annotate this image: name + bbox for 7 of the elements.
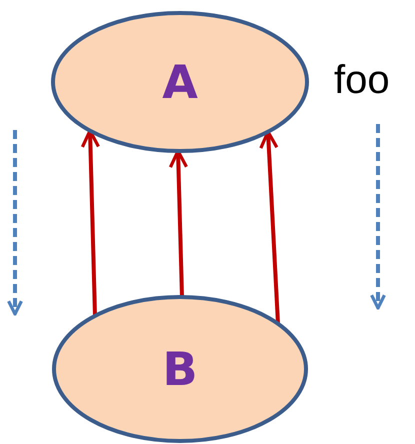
ellipse-node	[50, 10, 310, 154]
arrow	[259, 130, 280, 324]
node-label: A	[162, 55, 198, 109]
arrow	[80, 129, 100, 316]
ellipse-node	[51, 294, 309, 444]
text-label: foo	[334, 58, 390, 103]
node-label: B	[162, 342, 198, 396]
